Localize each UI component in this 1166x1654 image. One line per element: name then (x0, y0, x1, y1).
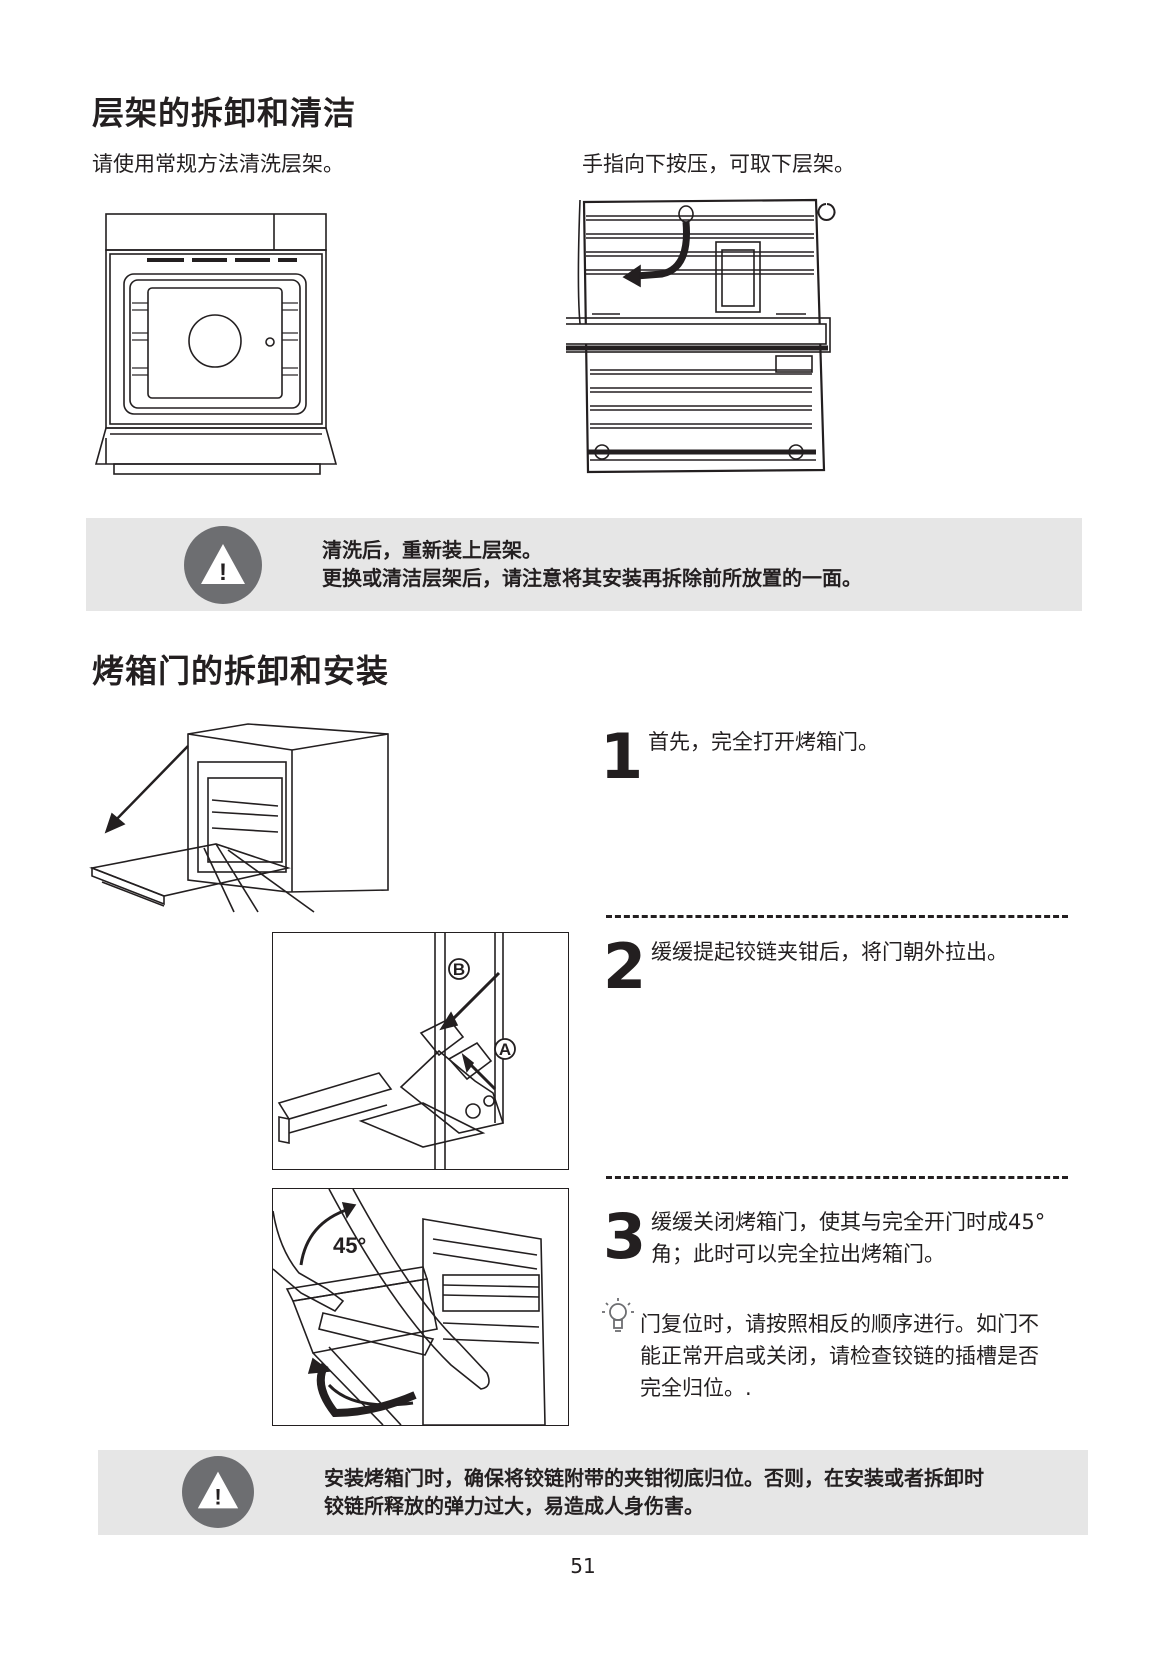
shelf-rack-illustration (566, 198, 836, 474)
warning-box-shelf: ! 清洗后，重新装上层架。 更换或清洁层架后，请注意将其安装再拆除前所放置的一面… (86, 518, 1082, 611)
warning-line-2: 铰链所释放的弹力过大，易造成人身伤害。 (324, 1494, 704, 1518)
door-45-degree-illustration: 45° (272, 1188, 569, 1426)
tip-line-3: 完全归位。. (640, 1376, 752, 1400)
step-1-number: 1 (600, 720, 644, 793)
angle-label: 45° (333, 1233, 366, 1258)
warning-line-2: 更换或清洁层架后，请注意将其安装再拆除前所放置的一面。 (322, 566, 862, 590)
warning-icon: ! (184, 526, 262, 604)
hinge-label-b: B (453, 960, 465, 979)
step-3-text-line2: 角；此时可以完全拉出烤箱门。 (651, 1242, 945, 1266)
section-title-shelf: 层架的拆卸和清洁 (92, 94, 357, 132)
step-1-text: 首先，完全打开烤箱门。 (648, 730, 879, 754)
svg-text:!: ! (219, 559, 227, 586)
section-title-door: 烤箱门的拆卸和安装 (92, 652, 390, 690)
step-divider (606, 1176, 1068, 1179)
hinge-label-a: A (499, 1040, 511, 1059)
oven-door-open-illustration (89, 723, 389, 913)
step-divider (606, 915, 1068, 918)
caption-clean-shelf: 请使用常规方法清洗层架。 (92, 152, 344, 176)
caption-press-shelf: 手指向下按压，可取下层架。 (582, 152, 855, 176)
step-2-text: 缓缓提起铰链夹钳后，将门朝外拉出。 (651, 940, 1008, 964)
step-3-text-line1: 缓缓关闭烤箱门，使其与完全开门时成45° (651, 1210, 1046, 1234)
tip-line-2: 能正常开启或关闭，请检查铰链的插槽是否 (640, 1344, 1039, 1368)
oven-front-illustration (94, 213, 338, 475)
step-3-number: 3 (603, 1200, 647, 1273)
warning-line-1: 安装烤箱门时，确保将铰链附带的夹钳彻底归位。否则，在安装或者拆卸时 (324, 1466, 984, 1490)
tip-line-1: 门复位时，请按照相反的顺序进行。如门不 (640, 1312, 1039, 1336)
lightbulb-icon (602, 1298, 634, 1332)
warning-box-door: ! 安装烤箱门时，确保将铰链附带的夹钳彻底归位。否则，在安装或者拆卸时 铰链所释… (98, 1450, 1088, 1535)
svg-text:!: ! (214, 1485, 221, 1510)
step-2-number: 2 (603, 930, 647, 1003)
hinge-clamp-illustration: B A (272, 932, 569, 1170)
page-number: 51 (570, 1554, 596, 1578)
warning-line-1: 清洗后，重新装上层架。 (322, 538, 542, 562)
warning-icon: ! (182, 1456, 254, 1528)
